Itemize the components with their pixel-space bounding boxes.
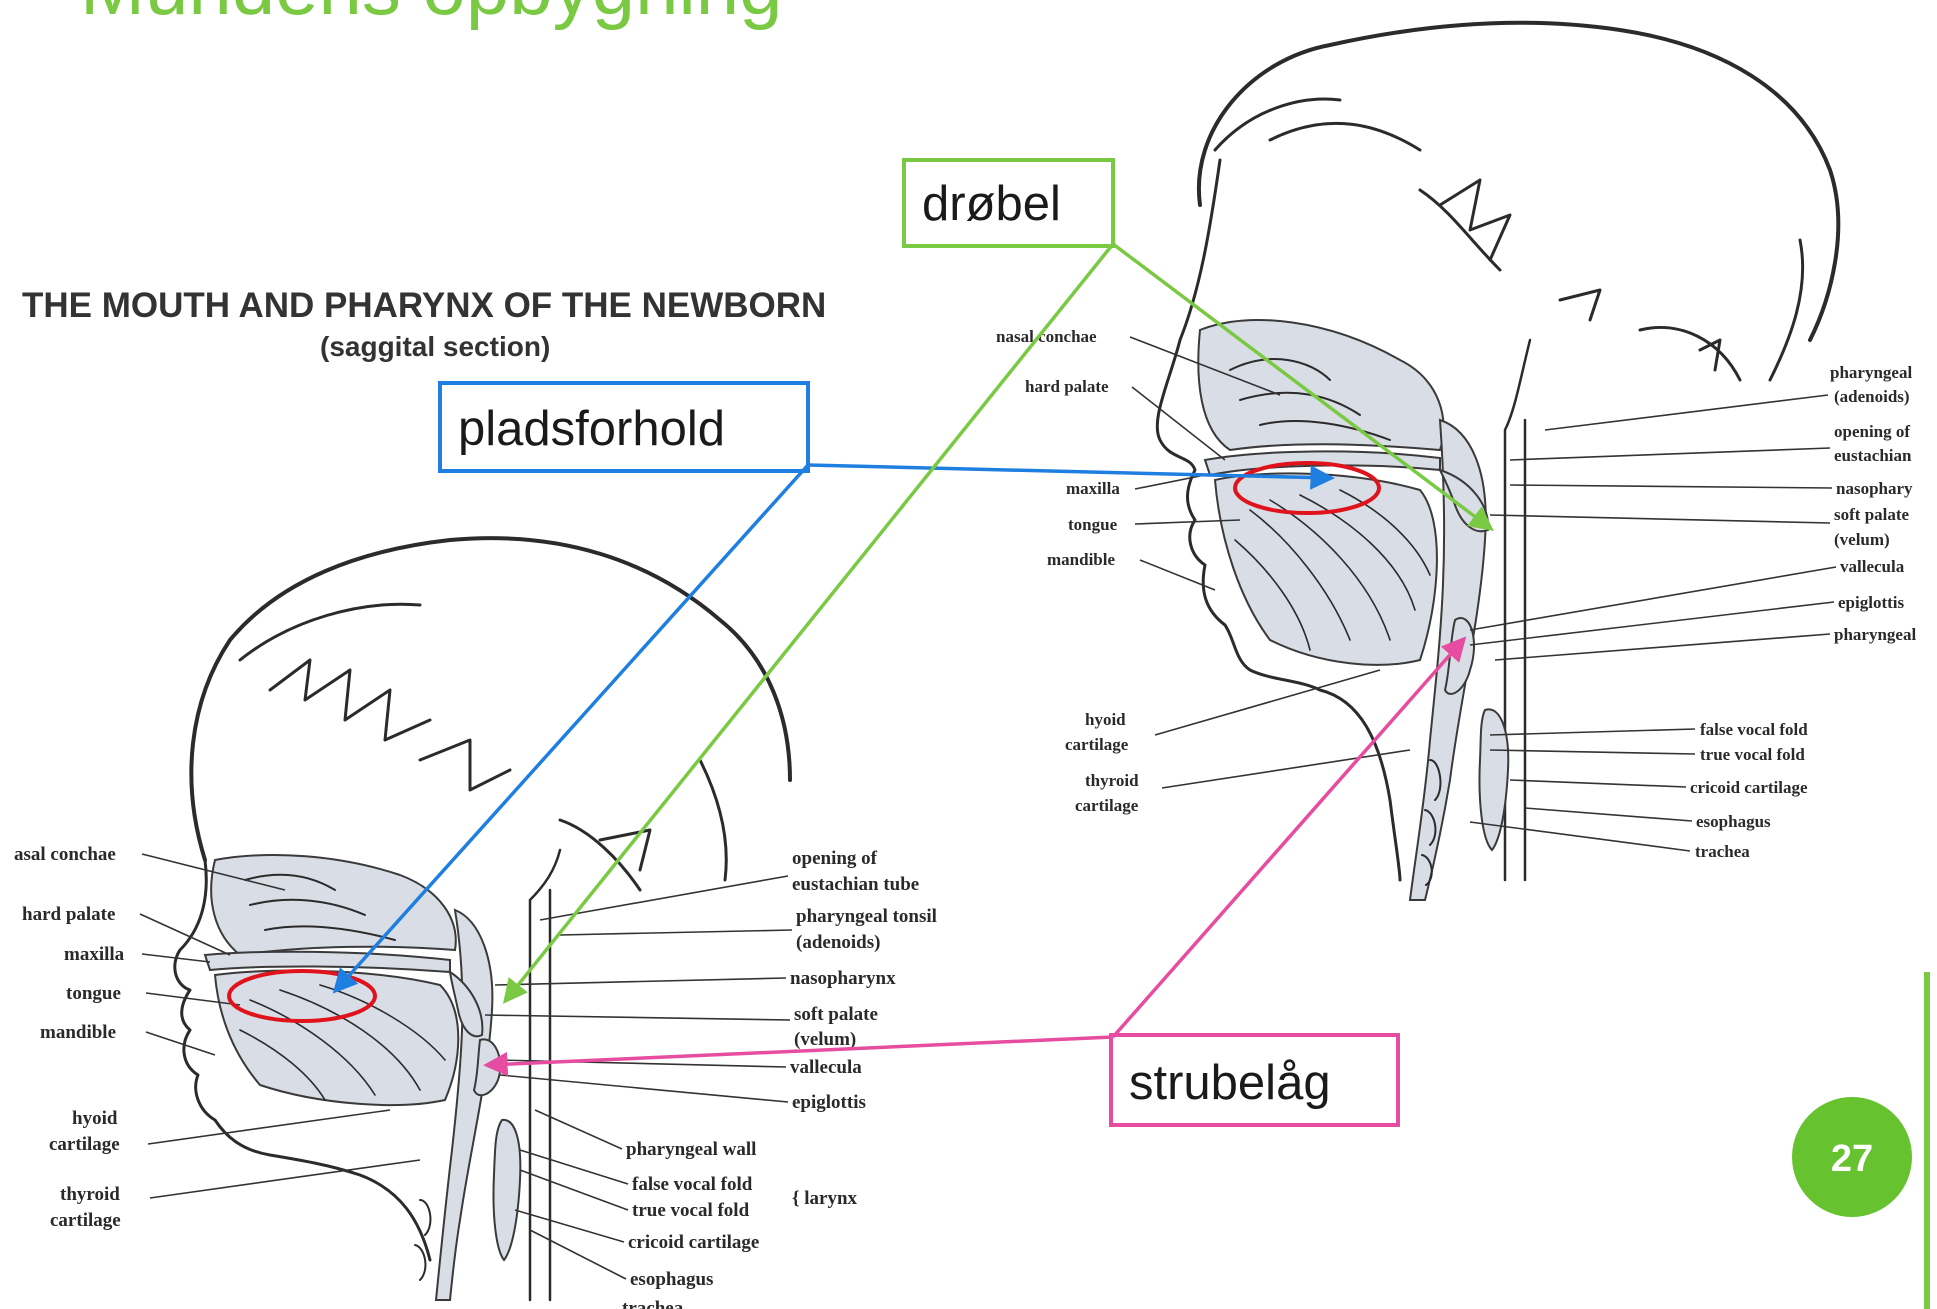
- adult-label-hard-palate: hard palate: [1025, 377, 1109, 396]
- slide-title: Mundens opbygning: [80, 0, 783, 31]
- drobel-label: drøbel: [922, 177, 1061, 231]
- newborn-label-cricoid: cricoid cartilage: [628, 1232, 759, 1253]
- newborn-label-thyroid-1: thyroid: [60, 1184, 120, 1205]
- newborn-label-tongue: tongue: [66, 983, 121, 1004]
- adult-right-labels: pharyngeal (adenoids) opening of eustach…: [1470, 363, 1916, 861]
- adult-label-tonsil-2: (adenoids): [1834, 387, 1910, 406]
- adult-label-vallecula: vallecula: [1840, 557, 1905, 576]
- adult-label-esophagus: esophagus: [1696, 812, 1771, 831]
- adult-label-trachea: trachea: [1695, 842, 1750, 861]
- newborn-label-false-vocal-fold: false vocal fold: [632, 1174, 753, 1195]
- adult-label-hyoid-1: hyoid: [1085, 710, 1126, 729]
- newborn-hair-strands: [240, 604, 726, 890]
- adult-label-hyoid-2: cartilage: [1065, 735, 1129, 754]
- adult-label-soft-palate-2: (velum): [1834, 530, 1890, 549]
- newborn-hard-palate: [205, 952, 450, 972]
- adult-diagram: [1157, 23, 1838, 900]
- newborn-subheading: (saggital section): [320, 331, 550, 362]
- newborn-label-pharyngeal-wall: pharyngeal wall: [626, 1139, 756, 1160]
- newborn-label-hyoid-1: hyoid: [72, 1108, 118, 1129]
- strubelag-label: strubelåg: [1129, 1056, 1331, 1110]
- page-number: 27: [1831, 1138, 1873, 1180]
- newborn-label-soft-palate-2: (velum): [794, 1029, 856, 1050]
- newborn-label-eustachian-2: eustachian tube: [792, 874, 919, 895]
- adult-hair-outline: [1199, 23, 1838, 340]
- adult-spine: [1505, 340, 1530, 880]
- newborn-label-vallecula: vallecula: [790, 1057, 862, 1078]
- newborn-label-true-vocal-fold: true vocal fold: [632, 1200, 750, 1221]
- adult-label-nasal-conchae: nasal conchae: [996, 327, 1097, 346]
- adult-nasal-cavity: [1198, 320, 1443, 450]
- adult-label-epiglottis: epiglottis: [1838, 593, 1904, 612]
- newborn-heading-group: THE MOUTH AND PHARYNX OF THE NEWBORN (sa…: [22, 286, 826, 362]
- newborn-label-soft-palate-1: soft palate: [794, 1004, 878, 1025]
- newborn-label-nasopharynx: nasopharynx: [790, 968, 896, 989]
- adult-label-true-vocal-fold: true vocal fold: [1700, 745, 1805, 764]
- adult-label-thyroid-2: cartilage: [1075, 796, 1139, 815]
- newborn-label-thyroid-2: cartilage: [50, 1210, 121, 1231]
- newborn-label-hard-palate: hard palate: [22, 904, 115, 925]
- adult-label-false-vocal-fold: false vocal fold: [1700, 720, 1808, 739]
- page-number-badge: 27: [1792, 1097, 1912, 1217]
- strubelag-arrow-adult: [1113, 640, 1463, 1037]
- adult-label-tonsil-1: pharyngeal: [1830, 363, 1912, 382]
- newborn-label-eustachian-1: opening of: [792, 848, 878, 869]
- newborn-label-tonsil-2: (adenoids): [796, 932, 880, 953]
- newborn-label-larynx: { larynx: [792, 1188, 858, 1209]
- pladsforhold-label: pladsforhold: [458, 402, 725, 456]
- callout-pladsforhold: pladsforhold: [336, 383, 1330, 990]
- adult-label-mandible: mandible: [1047, 550, 1115, 569]
- adult-label-eustachian-1: opening of: [1834, 422, 1910, 441]
- adult-label-eustachian-2: eustachian: [1834, 446, 1912, 465]
- newborn-label-trachea: trachea: [622, 1298, 684, 1309]
- newborn-label-hyoid-2: cartilage: [49, 1134, 120, 1155]
- newborn-larynx: [493, 1120, 520, 1260]
- adult-label-thyroid-1: thyroid: [1085, 771, 1139, 790]
- newborn-label-nasal-conchae: asal conchae: [14, 844, 116, 865]
- newborn-label-mandible: mandible: [40, 1022, 116, 1043]
- newborn-heading: THE MOUTH AND PHARYNX OF THE NEWBORN: [22, 286, 826, 325]
- newborn-label-tonsil-1: pharyngeal tonsil: [796, 906, 937, 927]
- adult-label-soft-palate-1: soft palate: [1834, 505, 1910, 524]
- adult-label-pharyngeal: pharyngeal: [1834, 625, 1916, 644]
- adult-label-nasopharynx: nasophary: [1836, 479, 1913, 498]
- newborn-label-maxilla: maxilla: [64, 944, 125, 965]
- adult-label-maxilla: maxilla: [1066, 479, 1120, 498]
- pladsforhold-arrow-newborn: [336, 465, 808, 990]
- adult-label-tongue: tongue: [1068, 515, 1118, 534]
- slide-right-rule: [1924, 972, 1930, 1309]
- newborn-right-labels: opening of eustachian tube pharyngeal to…: [485, 848, 937, 1309]
- newborn-label-esophagus: esophagus: [630, 1269, 713, 1290]
- newborn-label-epiglottis: epiglottis: [792, 1092, 866, 1113]
- adult-label-cricoid: cricoid cartilage: [1690, 778, 1808, 797]
